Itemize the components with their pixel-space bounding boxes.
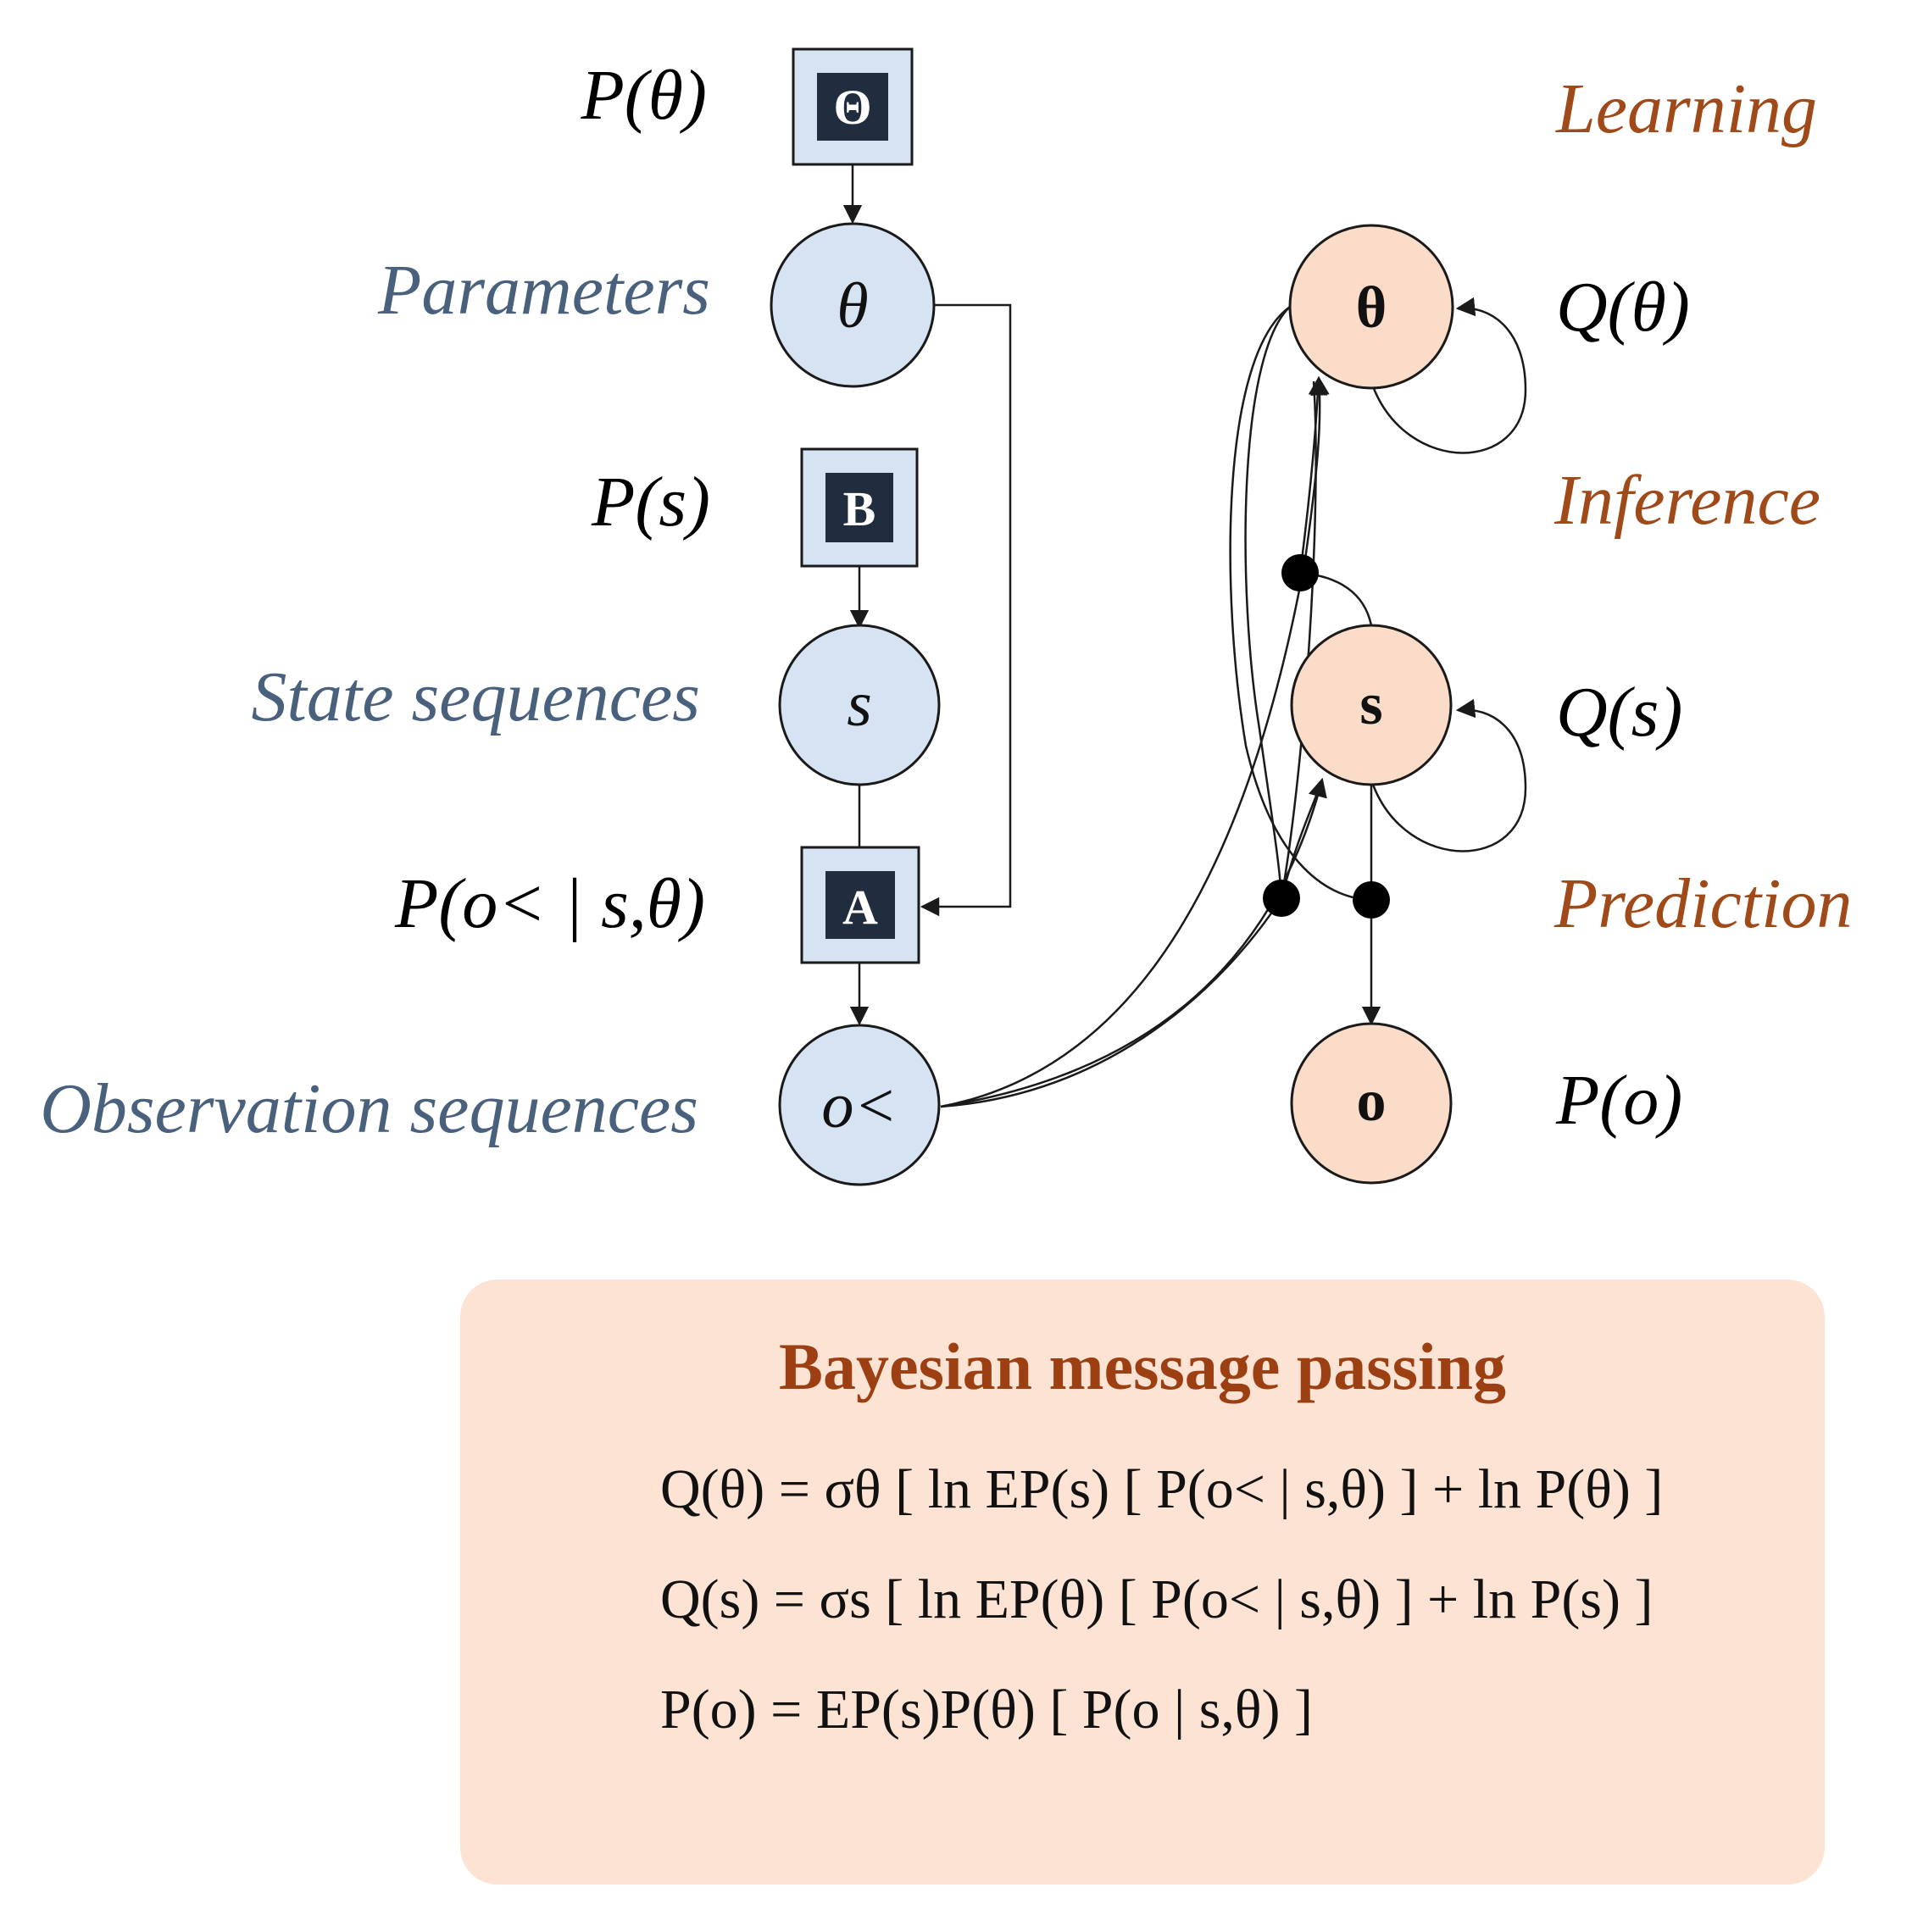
left-o-node: o< (778, 1024, 941, 1186)
right-s-node-label: s (1359, 672, 1382, 737)
a-likelihood-box: A (800, 846, 920, 964)
theta-prior-box: Θ (792, 47, 914, 166)
label-learning: Learning (1555, 69, 1817, 148)
right-o-node: o (1290, 1022, 1453, 1185)
b-prior-box-label: B (843, 481, 876, 536)
message-passing-panel: Bayesian message passing Q(θ) = σθ [ ln … (460, 1280, 1825, 1885)
b-prior-box: B (800, 447, 919, 568)
left-theta-node-label: θ (836, 270, 868, 341)
edge-theta-to-prediction-dot-2 (1244, 306, 1291, 899)
label-p-o-given-s-theta: P(o< | s,θ) (394, 864, 705, 943)
right-o-node-label: o (1357, 1069, 1387, 1134)
label-q-theta: Q(θ) (1556, 268, 1690, 347)
label-prediction: Prediction (1554, 864, 1852, 943)
inference-junction-dot (1281, 554, 1319, 591)
edge-dot-to-theta (1298, 375, 1328, 574)
label-q-s: Q(s) (1556, 673, 1682, 752)
left-o-node-label: o< (821, 1070, 897, 1141)
s-self-loop (1371, 698, 1527, 852)
message-dot-to-s (1280, 779, 1324, 899)
right-s-node: s (1290, 624, 1453, 786)
label-observation-sequences: Observation sequences (40, 1069, 698, 1148)
right-theta-node: θ (1288, 224, 1454, 390)
label-p-theta: P(θ) (580, 56, 707, 135)
theta-prior-box-label: Θ (833, 80, 871, 135)
a-likelihood-box-label: A (842, 880, 878, 935)
equation-q-theta: Q(θ) = σθ [ ln EP(s) [ P(o< | s,θ) ] + l… (660, 1458, 1664, 1520)
left-theta-node: θ (770, 222, 936, 388)
message-o-to-theta-direct (940, 375, 1330, 1108)
message-o-to-s (940, 777, 1327, 1108)
bayesian-graph-diagram: Θ B A θ s o< P(θ) Parameters P(s) State … (40, 47, 1852, 1186)
equation-p-o: P(o) = EP(s)P(θ) [ P(o | s,θ) ] (660, 1679, 1313, 1740)
learning-junction-dot (1263, 880, 1300, 917)
label-p-o: P(o) (1555, 1061, 1682, 1140)
label-state-sequences: State sequences (252, 658, 700, 736)
left-s-node: s (778, 624, 941, 786)
theta-self-loop (1371, 297, 1527, 454)
label-p-s: P(s) (591, 463, 710, 541)
panel-title: Bayesian message passing (778, 1330, 1507, 1403)
label-parameters: Parameters (377, 251, 710, 330)
edge-theta-to-prediction-dot (1229, 305, 1372, 902)
right-theta-node-label: θ (1356, 275, 1387, 341)
edge-theta-to-abox (920, 303, 1012, 917)
equation-q-s: Q(s) = σs [ ln EP(θ) [ P(o< | s,θ) ] + l… (660, 1568, 1654, 1630)
prediction-junction-dot (1353, 881, 1390, 919)
left-s-node-label: s (847, 669, 872, 740)
label-inference: Inference (1554, 461, 1820, 540)
